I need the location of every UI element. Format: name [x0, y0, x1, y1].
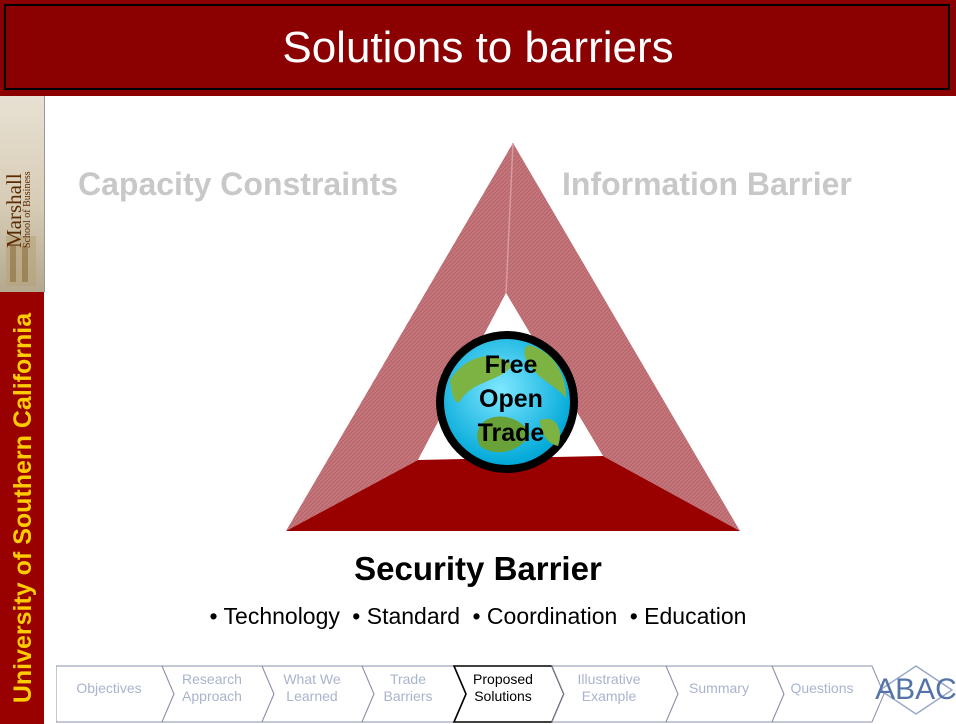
nav-step-label: Trade: [389, 671, 427, 687]
section-navigation: Objectives Research Approach What We Lea…: [56, 652, 956, 724]
nav-step-label: What We: [283, 671, 341, 687]
capacity-side: [286, 143, 513, 531]
title-bar: Solutions to barriers: [0, 0, 956, 96]
solution-item: • Standard: [352, 603, 461, 629]
nav-step-label: Illustrative: [577, 671, 641, 687]
information-barrier-label: Information Barrier: [562, 166, 852, 202]
center-line: Trade: [477, 419, 545, 447]
center-line: Free: [484, 351, 538, 379]
sidebar-university-band: University of Southern California: [0, 292, 44, 724]
nav-step-label: Learned: [286, 688, 338, 704]
nav-step-label: Questions: [790, 679, 854, 696]
nav-step-proposed-solutions[interactable]: Proposed Solutions: [454, 652, 552, 724]
abac-logo-text: ABAC: [875, 673, 956, 706]
nav-step-summary[interactable]: Summary: [666, 652, 772, 724]
nav-chevrons: [56, 665, 885, 723]
nav-step-label: Summary: [689, 679, 749, 696]
center-line: Open: [479, 385, 543, 413]
nav-step-label: Barriers: [383, 688, 433, 704]
globe-center-text: Free Open Trade: [434, 348, 588, 450]
information-side: [506, 143, 740, 531]
nav-step-label: Research: [182, 671, 242, 687]
nav-step-label: Proposed: [473, 671, 533, 687]
nav-step-illustrative-example[interactable]: Illustrative Example: [552, 652, 666, 724]
marshall-building-image: [6, 236, 36, 286]
nav-step-label: Approach: [182, 688, 242, 704]
solutions-list: • Technology • Standard • Coordination •…: [0, 603, 956, 630]
nav-step-research-approach[interactable]: Research Approach: [162, 652, 262, 724]
globe-icon: [436, 331, 578, 473]
title-frame: [4, 4, 950, 90]
solution-item: • Coordination: [472, 603, 618, 629]
nav-step-questions[interactable]: Questions: [772, 652, 872, 724]
page-title: Solutions to barriers: [282, 23, 674, 72]
abac-logo: ABAC: [875, 662, 956, 718]
solution-item: • Technology: [209, 603, 340, 629]
nav-step-label: Solutions: [474, 688, 532, 704]
nav-step-label: Objectives: [76, 679, 142, 696]
nav-step-what-we-learned[interactable]: What We Learned: [262, 652, 362, 724]
nav-chevron: [771, 665, 885, 723]
security-barrier-label: Security Barrier: [354, 550, 602, 587]
capacity-constraints-label: Capacity Constraints: [78, 166, 399, 202]
sidebar-logo-panel: Marshall School of Business: [0, 96, 45, 292]
nav-step-label: Example: [581, 688, 637, 704]
solution-item: • Education: [629, 603, 747, 629]
nav-step-objectives[interactable]: Objectives: [56, 652, 162, 724]
nav-step-trade-barriers[interactable]: Trade Barriers: [362, 652, 454, 724]
security-side: [286, 456, 740, 531]
